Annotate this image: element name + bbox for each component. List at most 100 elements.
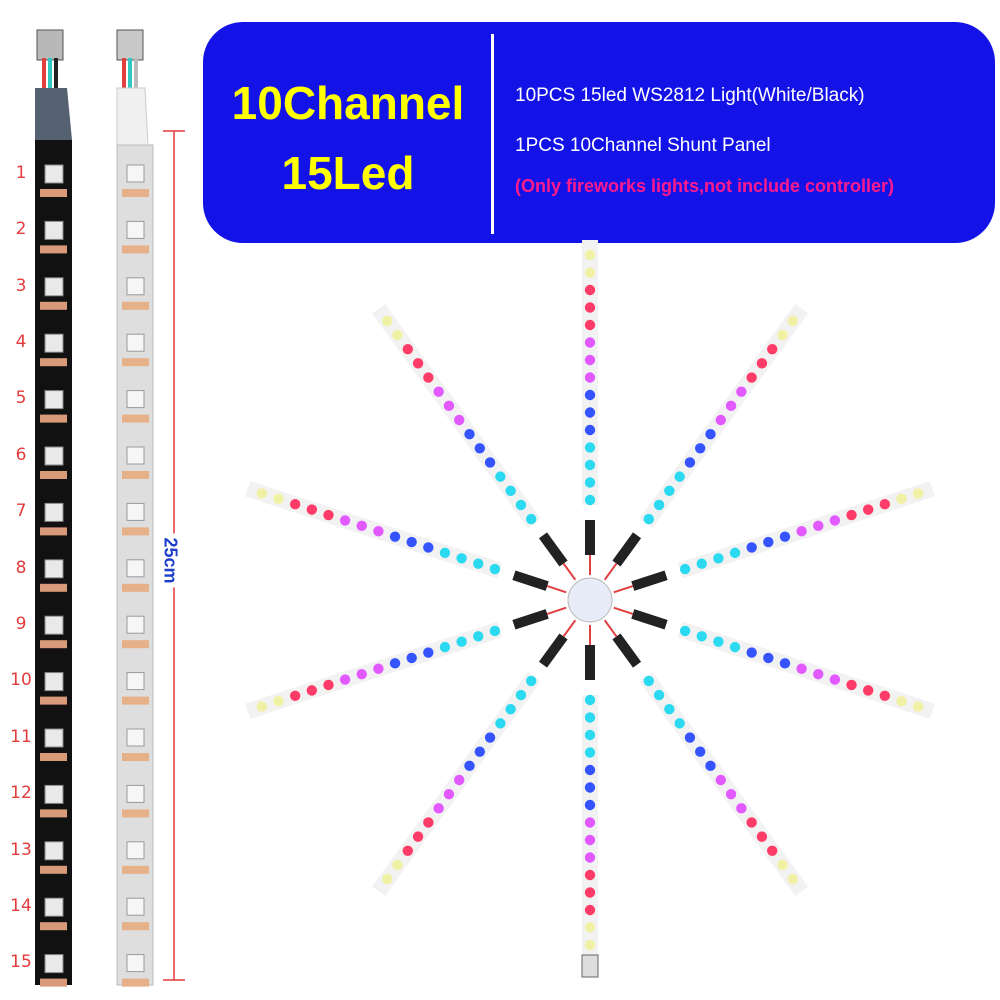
white-strip-led	[126, 954, 145, 973]
arm-connector	[631, 609, 668, 630]
firework-arm	[582, 240, 598, 575]
black-strip-led	[44, 784, 64, 804]
arm-connector	[512, 609, 549, 630]
arm-led	[674, 718, 685, 729]
arm-led	[392, 859, 403, 871]
firework-arm	[613, 606, 935, 719]
arm-led	[443, 788, 455, 800]
strip-number: 7	[15, 501, 27, 521]
arm-led	[746, 542, 757, 553]
arm-led	[389, 658, 401, 669]
strip-number: 6	[15, 445, 27, 465]
arm-led	[382, 873, 393, 885]
arm-led	[584, 337, 596, 348]
arm-led	[674, 471, 685, 482]
arm-led	[439, 547, 451, 559]
arm-led	[725, 788, 737, 800]
arm-led	[879, 499, 891, 510]
white-strip-led	[126, 164, 145, 183]
arm-led	[695, 746, 706, 757]
white-strip-led	[126, 559, 145, 578]
arm-led	[584, 424, 596, 436]
arm-led	[306, 504, 318, 515]
arm-led	[584, 319, 596, 331]
arm-led	[505, 485, 516, 496]
arm-led	[746, 817, 757, 828]
arm-led	[464, 428, 475, 440]
black-strip-led	[44, 164, 64, 184]
black-strip-pad	[40, 189, 67, 197]
arm-led	[515, 499, 527, 511]
firework-arm	[371, 304, 577, 581]
arm-led	[484, 457, 496, 468]
arm-connector	[612, 633, 642, 668]
arm-led	[584, 477, 596, 488]
white-strip-led	[126, 784, 145, 803]
arm-led	[584, 407, 596, 418]
arm-led	[763, 652, 774, 664]
black-strip-led	[44, 446, 64, 466]
arm-led	[736, 803, 747, 814]
arm-led	[433, 386, 444, 397]
arm-led	[584, 354, 596, 366]
black-strip-led	[44, 615, 64, 635]
black-strip-led	[44, 333, 64, 353]
white-strip-led	[126, 615, 145, 634]
white-strip-pad	[122, 809, 149, 818]
arm-led	[695, 443, 706, 454]
arm-led	[373, 526, 384, 537]
white-strip-led	[126, 897, 145, 916]
arm-led	[736, 386, 747, 397]
black-strip-led	[44, 728, 64, 748]
white-strip-pad	[122, 583, 149, 592]
arm-led	[373, 663, 384, 674]
arm-led	[456, 636, 467, 647]
arm-led	[584, 922, 596, 933]
arm-led	[912, 488, 924, 499]
arm-led	[584, 904, 596, 916]
white-strip-led	[126, 502, 145, 521]
arm-led	[779, 658, 791, 669]
arm-led	[584, 764, 596, 776]
arm-led	[584, 869, 596, 881]
white-strip-pad	[122, 358, 149, 367]
black-strip-led	[44, 559, 64, 579]
firework-arm	[603, 304, 809, 581]
arm-led	[729, 641, 741, 653]
arm-led	[473, 558, 484, 569]
white-strip-pad	[122, 978, 149, 987]
arm-led	[862, 504, 874, 515]
black-strip-led	[44, 277, 64, 297]
arm-led	[879, 690, 891, 701]
arm-led	[713, 636, 724, 647]
arm-led	[705, 760, 716, 772]
arm-led	[406, 536, 417, 548]
arm-led	[763, 536, 774, 548]
white-strip-led	[126, 220, 145, 239]
strip-number: 13	[10, 840, 32, 860]
white-led-strip	[116, 29, 154, 987]
arm-led	[664, 485, 675, 496]
black-strip-led	[44, 502, 64, 522]
strip-number: 1	[15, 163, 27, 183]
arm-led	[423, 817, 434, 828]
strip-number: 9	[15, 614, 27, 634]
info-banner: 10Channel 15Led 10PCS 15led WS2812 Light…	[203, 22, 995, 243]
arm-wire	[562, 619, 577, 637]
arm-led	[584, 389, 596, 401]
arm-led	[777, 329, 788, 341]
arm-led	[433, 803, 444, 814]
white-strip-pad	[122, 471, 149, 479]
arm-led	[392, 329, 403, 341]
arm-led	[382, 315, 393, 327]
arm-led	[679, 625, 691, 637]
white-strip-led	[126, 277, 145, 296]
arm-led	[406, 652, 417, 664]
arm-led	[787, 315, 798, 327]
arm-led	[356, 520, 367, 532]
black-strip-pad	[40, 753, 67, 761]
black-strip-led	[44, 672, 64, 692]
arm-led	[454, 774, 465, 786]
black-strip-pad	[40, 245, 67, 254]
arm-led	[526, 675, 537, 687]
